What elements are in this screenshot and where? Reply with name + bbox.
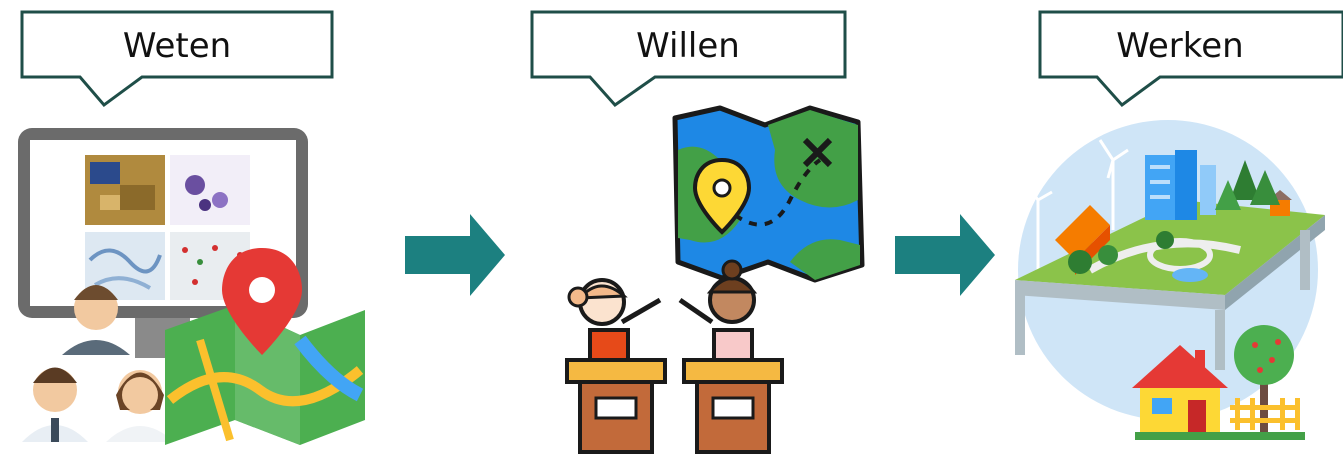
callout-weten: Weten (20, 10, 334, 108)
trees-icon (1068, 160, 1280, 274)
step-weten: Weten (18, 10, 365, 445)
building-icon (1145, 150, 1216, 220)
step-werken: Werken (1015, 10, 1343, 440)
person-left (22, 367, 88, 442)
arrow-right-icon (405, 214, 505, 296)
step-label-willen: Willen (636, 26, 740, 66)
grass-strip (1135, 432, 1305, 440)
step-label-weten: Weten (123, 26, 231, 66)
people-icon (22, 285, 174, 442)
map-pin-icon (222, 248, 302, 355)
folded-map-icon (165, 248, 365, 445)
arrow-right-icon (895, 214, 995, 296)
treasure-pin-icon (692, 157, 752, 235)
screen-tile-2 (170, 155, 250, 225)
person-debater-left (567, 278, 662, 362)
step-willen: Willen (530, 10, 865, 454)
callout-willen: Willen (530, 10, 847, 107)
podium-left (565, 358, 667, 454)
fence-icon (1230, 398, 1300, 430)
debate-icon (565, 259, 784, 454)
person-right (106, 370, 174, 442)
wind-turbine-icon (1024, 139, 1129, 270)
house-icon (1132, 345, 1228, 437)
person-top (62, 285, 130, 355)
podium-right (682, 358, 784, 454)
treasure-map-icon (672, 105, 865, 283)
callout-werken: Werken (1038, 10, 1343, 108)
person-debater-right (678, 259, 758, 362)
screen-tile-1 (85, 155, 165, 225)
step-label-werken: Werken (1116, 26, 1243, 66)
